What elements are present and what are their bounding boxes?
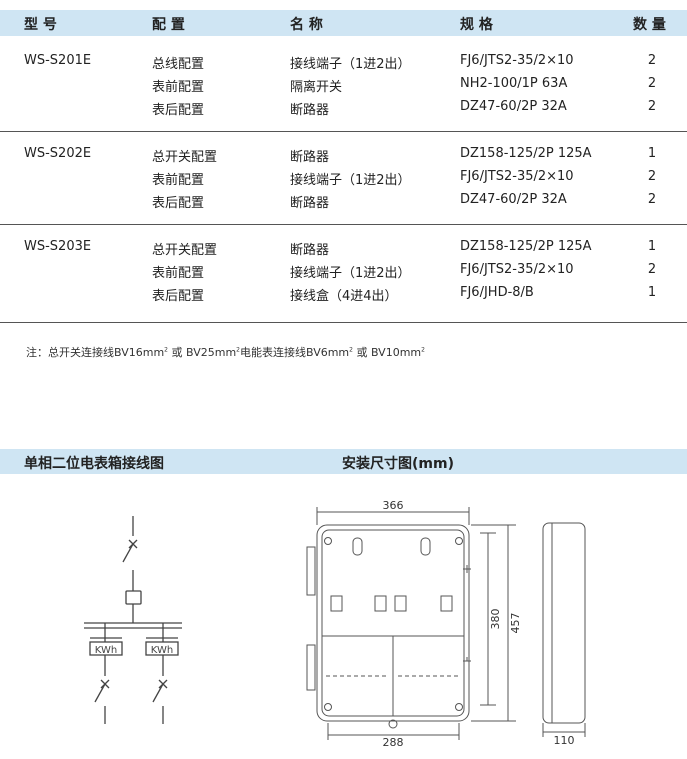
row-divider [0, 322, 687, 323]
install-title: 安装尺寸图(mm) [342, 456, 454, 472]
spec-cell: DZ158-125/2P 125A [460, 239, 592, 254]
spec-cell: DZ47-60/2P 32A [460, 99, 567, 114]
model-cell: WS-S203E [24, 239, 92, 254]
dim-height-inner: 380 [489, 609, 502, 630]
header-config: 配 置 [152, 17, 185, 33]
name-cell: 接线端子（1进2出） [290, 57, 411, 72]
spec-cell: FJ6/JTS2-35/2×10 [460, 169, 574, 184]
wiring-title: 单相二位电表箱接线图 [24, 456, 164, 472]
config-cell: 总开关配置 [152, 243, 218, 258]
spec-cell: FJ6/JHD-8/B [460, 285, 534, 300]
name-cell: 断路器 [290, 196, 330, 211]
install-front-view: 366 288 380 457 [306, 499, 522, 749]
config-cell: 表后配置 [152, 196, 205, 211]
config-cell: 表后配置 [152, 289, 205, 304]
wiring-diagram: KWh KWh [84, 516, 182, 724]
dim-width-bottom: 288 [383, 736, 404, 749]
qty-cell: 2 [647, 99, 657, 114]
config-cell: 表后配置 [152, 103, 205, 118]
qty-cell: 2 [647, 169, 657, 184]
header-qty: 数 量 [633, 17, 666, 33]
model-cell: WS-S202E [24, 146, 92, 161]
table-header: 型 号 配 置 名 称 规 格 数 量 [0, 10, 687, 36]
spec-cell: NH2-100/1P 63A [460, 76, 568, 91]
spec-cell: DZ47-60/2P 32A [460, 192, 567, 207]
meter-label-1: KWh [95, 645, 117, 656]
config-cell: 总线配置 [152, 57, 205, 72]
qty-cell: 1 [647, 239, 657, 254]
section-header: 单相二位电表箱接线图 安装尺寸图(mm) [0, 449, 687, 474]
footnote: 注：总开关连接线BV16mm2 或 BV25mm2电能表连接线BV6mm2 或 … [26, 346, 425, 359]
header-spec: 规 格 [460, 17, 493, 33]
name-cell: 隔离开关 [290, 80, 343, 95]
row-divider [0, 224, 687, 225]
header-model: 型 号 [24, 17, 57, 33]
config-cell: 总开关配置 [152, 150, 218, 165]
qty-cell: 2 [647, 192, 657, 207]
name-cell: 断路器 [290, 103, 330, 118]
name-cell: 断路器 [290, 243, 330, 258]
name-cell: 接线盒（4进4出） [290, 289, 398, 304]
config-cell: 表前配置 [152, 266, 205, 281]
dim-width-top: 366 [383, 499, 404, 512]
qty-cell: 1 [647, 285, 657, 300]
qty-cell: 1 [647, 146, 657, 161]
spec-cell: FJ6/JTS2-35/2×10 [460, 262, 574, 277]
qty-cell: 2 [647, 53, 657, 68]
config-cell: 表前配置 [152, 80, 205, 95]
meter-label-2: KWh [151, 645, 173, 656]
name-cell: 断路器 [290, 150, 330, 165]
qty-cell: 2 [647, 76, 657, 91]
dim-depth: 110 [554, 734, 575, 745]
install-side-view: 110 [542, 522, 586, 745]
qty-cell: 2 [647, 262, 657, 277]
row-divider [0, 131, 687, 132]
dim-height-outer: 457 [509, 613, 522, 634]
config-cell: 表前配置 [152, 173, 205, 188]
spec-cell: FJ6/JTS2-35/2×10 [460, 53, 574, 68]
name-cell: 接线端子（1进2出） [290, 266, 411, 281]
spec-cell: DZ158-125/2P 125A [460, 146, 592, 161]
model-cell: WS-S201E [24, 53, 92, 68]
name-cell: 接线端子（1进2出） [290, 173, 411, 188]
header-name: 名 称 [290, 17, 323, 33]
